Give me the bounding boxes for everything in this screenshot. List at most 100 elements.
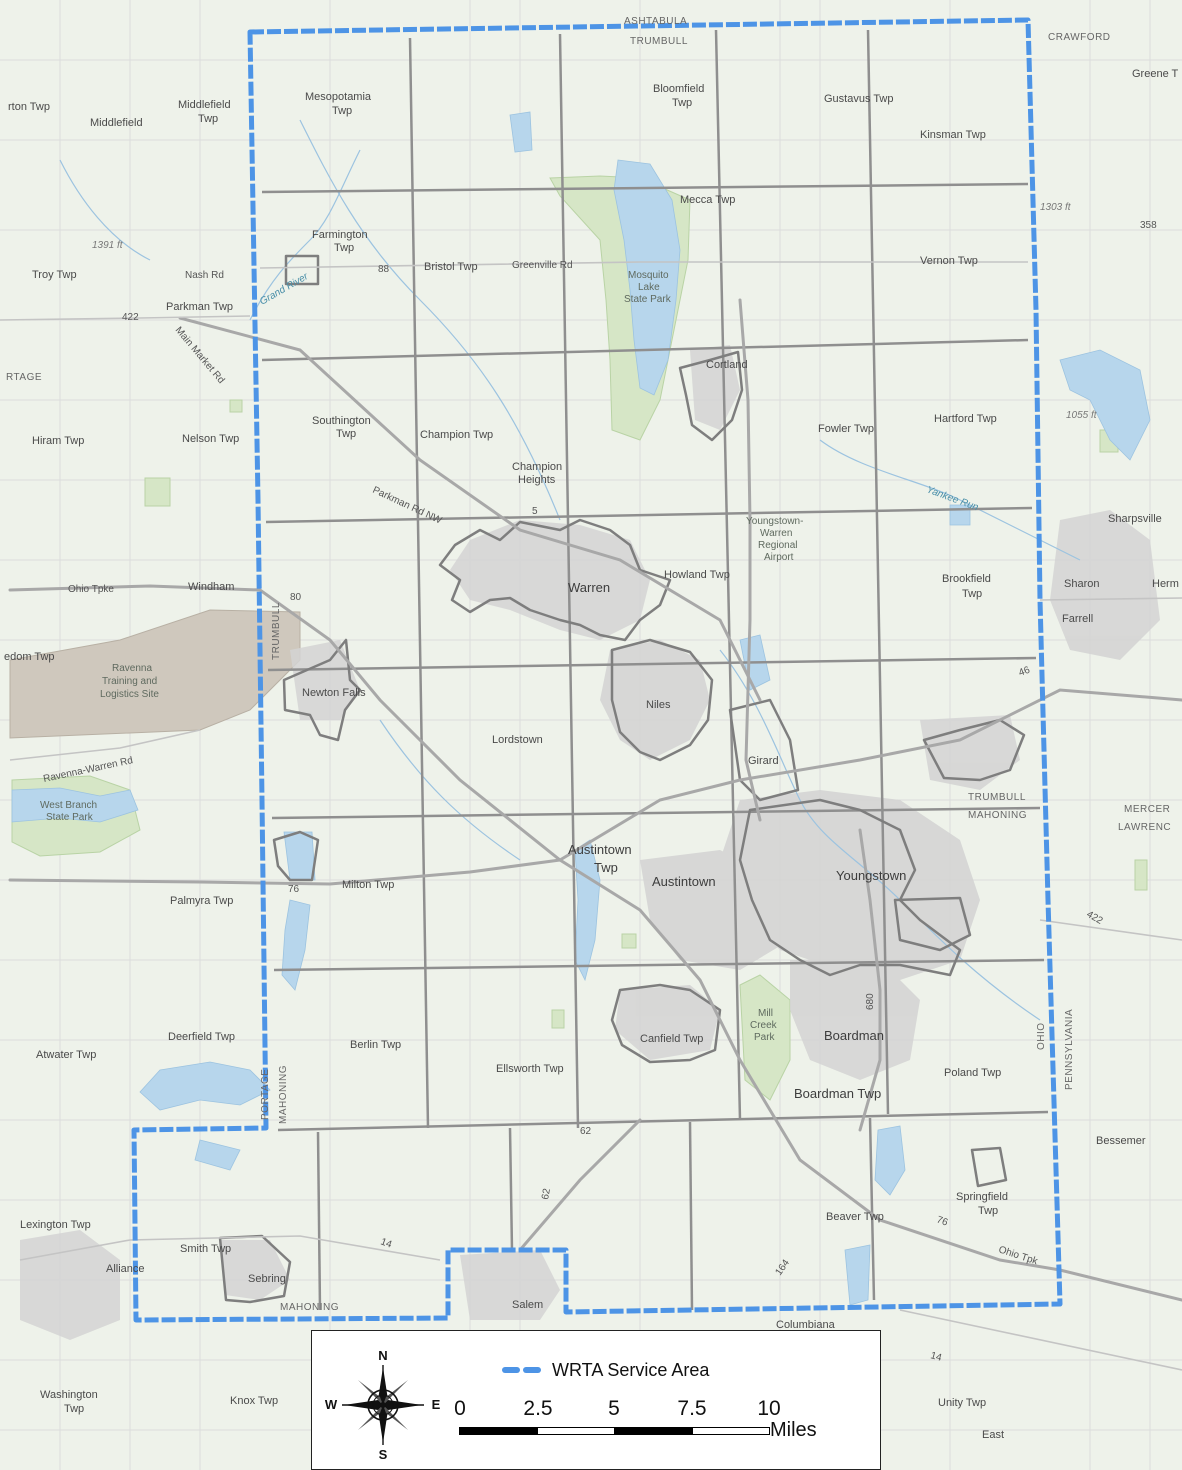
label-township: Canfield Twp	[640, 1033, 703, 1045]
label-airport: Warren	[760, 528, 792, 539]
austintown-urban	[640, 850, 790, 970]
label-township: Ellsworth Twp	[496, 1063, 564, 1075]
label-city: Boardman	[824, 1028, 884, 1043]
newton-falls-boundary	[282, 638, 362, 742]
label-city: Sharon	[1064, 578, 1099, 590]
label-township: Vernon Twp	[920, 255, 978, 267]
water-bodies	[11, 111, 1151, 1306]
compass-rose-icon: N S E W	[325, 1348, 441, 1462]
green-patch-4	[1134, 859, 1148, 891]
label-township: Milton Twp	[342, 879, 394, 891]
label-county: MAHONING	[968, 810, 1027, 821]
lake-north-1	[509, 111, 533, 153]
label-road: 14	[379, 1236, 394, 1250]
scale-tick-label: 10	[757, 1397, 781, 1420]
label-township: Windham	[188, 581, 234, 593]
label-township: Farmington	[312, 229, 368, 241]
label-park: State Park	[624, 294, 672, 305]
label-township: Washington	[40, 1389, 98, 1401]
lake-sw	[194, 1139, 241, 1171]
label-township: Unity Twp	[938, 1397, 986, 1409]
label-township: Mecca Twp	[680, 194, 735, 206]
label-road: 80	[290, 592, 302, 603]
label-county: MERCER	[1124, 804, 1170, 815]
label-city: Niles	[646, 699, 671, 711]
label-city: Middlefield	[90, 117, 143, 129]
label-state: PENNSYLVANIA	[1064, 1009, 1075, 1090]
label-township: Lordstown	[492, 734, 543, 746]
label-city: Girard	[748, 755, 779, 767]
label-township: Lexington Twp	[20, 1219, 91, 1231]
label-township: Bristol Twp	[424, 261, 478, 273]
label-township: Twp	[332, 105, 352, 117]
label-site: Training and	[102, 676, 157, 687]
cortland-urban	[690, 345, 740, 430]
alliance-urban	[20, 1230, 120, 1340]
label-county: ASHTABULA	[624, 16, 687, 27]
label-county: CRAWFORD	[1048, 32, 1111, 43]
svg-text:N: N	[378, 1348, 387, 1363]
label-township: Springfield	[956, 1191, 1008, 1203]
lake-se	[844, 1244, 871, 1306]
label-township: Parkman Twp	[166, 301, 233, 313]
label-site: Logistics Site	[100, 689, 159, 700]
label-road: 14	[929, 1350, 943, 1364]
north-box	[284, 254, 320, 286]
label-elevation: 1391 ft	[92, 240, 124, 251]
label-park: West Branch	[40, 800, 97, 811]
label-city: Salem	[512, 1299, 543, 1311]
milton-reservoir	[281, 899, 311, 991]
label-township: Smith Twp	[180, 1243, 231, 1255]
milton-boundary	[272, 830, 320, 882]
label-city: Columbiana	[776, 1319, 836, 1331]
label-site: Ravenna	[112, 663, 152, 674]
label-road: 76	[935, 1214, 950, 1228]
lake-east	[874, 1125, 906, 1196]
label-park: Mosquito	[628, 270, 669, 281]
label-city: Champion	[512, 461, 562, 473]
warren-urban	[450, 520, 650, 640]
label-road: 5	[532, 506, 538, 517]
label-park: Park	[754, 1032, 776, 1043]
label-park: Creek	[750, 1020, 778, 1031]
service-area-swatch	[502, 1367, 542, 1373]
label-township: Fowler Twp	[818, 423, 874, 435]
label-city: Sharpsville	[1108, 513, 1162, 525]
scale-tick-label: 2.5	[523, 1397, 553, 1420]
label-road: 422	[122, 312, 139, 323]
label-road: 88	[378, 264, 390, 275]
scale-tick-label: 7.5	[677, 1397, 707, 1420]
label-city: Cortland	[706, 359, 748, 371]
label-township: edom Twp	[4, 651, 55, 663]
label-county: LAWRENC	[1118, 822, 1171, 833]
rt-62-south	[518, 1118, 642, 1252]
cortland-boundary	[678, 350, 744, 442]
label-airport: Regional	[758, 540, 797, 551]
i-680	[858, 828, 882, 1132]
label-county: PORTAGE	[260, 1069, 271, 1120]
service-area-label: WRTA Service Area	[552, 1360, 710, 1380]
i-76	[8, 858, 562, 886]
label-township: Atwater Twp	[36, 1049, 96, 1061]
green-patch-2	[229, 399, 243, 413]
rt-422	[178, 316, 762, 702]
label-township: Gustavus Twp	[824, 93, 894, 105]
label-township: Twp	[64, 1403, 84, 1415]
label-county: MAHONING	[280, 1302, 339, 1313]
label-township: Twp	[962, 588, 982, 600]
label-township: Knox Twp	[230, 1395, 278, 1407]
label-township: Middlefield	[178, 99, 231, 111]
scale-bar-segment	[692, 1427, 770, 1435]
label-township: Berlin Twp	[350, 1039, 401, 1051]
sebring-urban	[220, 1240, 290, 1300]
wrta-service-area-boundary[interactable]	[131, 17, 1063, 1323]
berlin-lake	[139, 1061, 271, 1111]
label-park: Lake	[638, 282, 660, 293]
green-patch-1	[144, 477, 171, 507]
label-township: Kinsman Twp	[920, 129, 986, 141]
label-city: Newton Falls	[302, 687, 366, 699]
label-township: Hiram Twp	[32, 435, 84, 447]
label-township: Deerfield Twp	[168, 1031, 235, 1043]
label-township: Boardman Twp	[794, 1086, 881, 1101]
